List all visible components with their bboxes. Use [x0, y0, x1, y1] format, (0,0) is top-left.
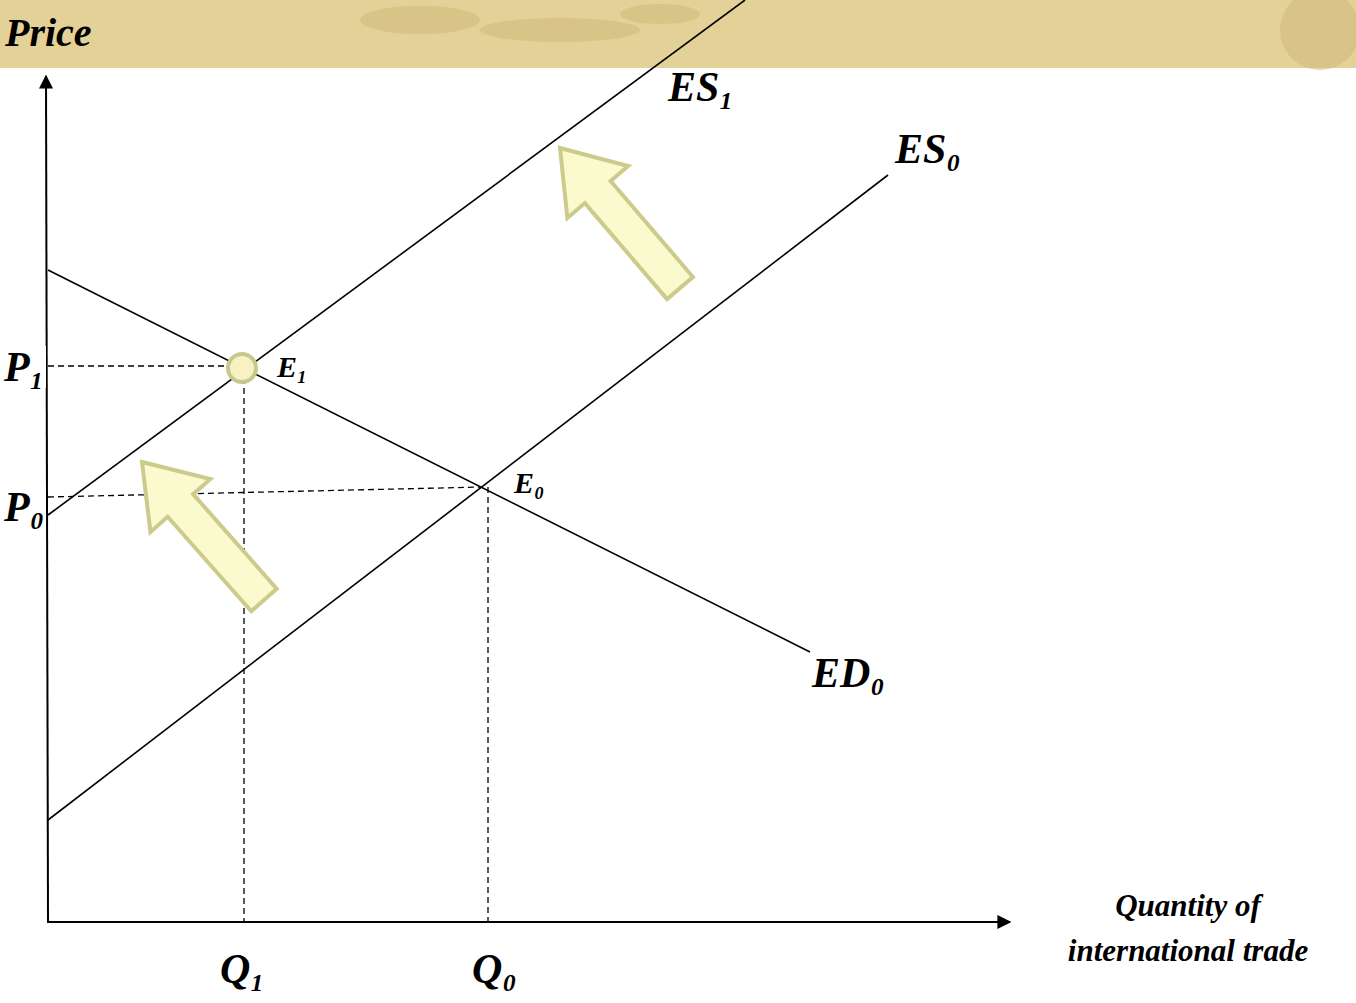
guide-line — [487, 487, 488, 922]
map-texture — [620, 4, 700, 24]
map-texture — [480, 18, 640, 42]
curve-label: ED₀ — [812, 652, 885, 694]
axis-title: Price — [5, 13, 92, 53]
shift-arrow — [142, 462, 277, 611]
point-label: E₁ — [277, 352, 307, 382]
curve-label: ES₀ — [895, 128, 961, 170]
excess-supply-curve — [48, 175, 888, 820]
shift-arrow — [560, 148, 693, 299]
quantity-label: Q₀ — [472, 948, 517, 990]
map-texture — [360, 6, 480, 34]
excess-demand-curve — [48, 270, 810, 652]
quantity-label: Q₁ — [220, 948, 265, 990]
point-label: E₀ — [514, 468, 544, 498]
equilibrium-dot — [228, 354, 256, 382]
price-label: P₀ — [2, 486, 46, 528]
excess-supply-curve-shifted — [48, 0, 745, 515]
guide-line — [48, 365, 242, 366]
quantity-axis — [47, 921, 1010, 923]
axis-title: Quantity of international trade — [1030, 884, 1346, 974]
guide-line — [48, 487, 483, 497]
price-label: P₁ — [2, 346, 46, 388]
map-texture — [1280, 0, 1356, 70]
header-band — [0, 0, 1356, 68]
guide-line — [243, 368, 244, 922]
curve-label: ES₁ — [668, 66, 734, 108]
